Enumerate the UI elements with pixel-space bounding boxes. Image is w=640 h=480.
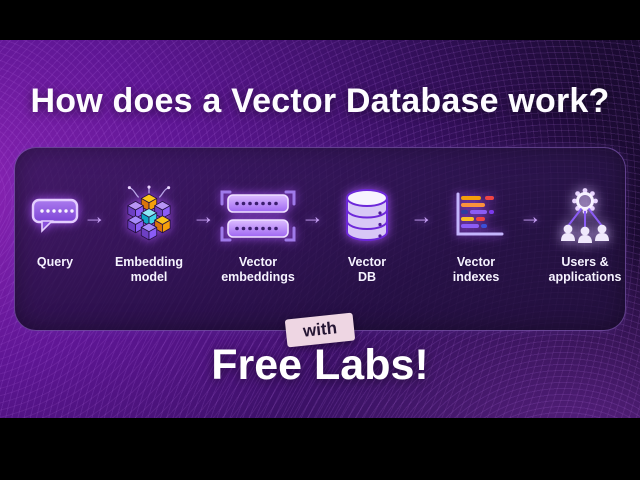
flow-step-query: Query	[27, 182, 83, 270]
subtitle: Free Labs!	[211, 341, 429, 389]
flow-step-users-applications: Users &applications	[542, 182, 628, 285]
speech-bubble-icon	[29, 182, 81, 250]
step-label: Query	[36, 255, 74, 269]
page-title: How does a Vector Database work?	[30, 82, 610, 120]
step-label: Users &applications	[548, 255, 622, 284]
flow-row: Query →	[15, 148, 625, 330]
flow-arrow-icon: →	[83, 202, 106, 229]
bar-chart-icon	[444, 182, 508, 250]
vector-rows-icon	[216, 182, 300, 250]
flow-arrow-icon: →	[410, 202, 433, 229]
flow-arrow-icon: →	[519, 202, 542, 229]
letterbox-bottom	[0, 418, 640, 480]
database-icon	[341, 182, 393, 250]
cubes-icon	[120, 182, 178, 250]
flow-arrow-icon: →	[301, 202, 324, 229]
flow-arrow-icon: →	[192, 202, 215, 229]
letterbox-top	[0, 0, 640, 40]
thumbnail-canvas: How does a Vector Database work? Query →	[0, 40, 640, 418]
users-network-icon	[555, 182, 615, 250]
flow-card: Query →	[14, 147, 626, 331]
